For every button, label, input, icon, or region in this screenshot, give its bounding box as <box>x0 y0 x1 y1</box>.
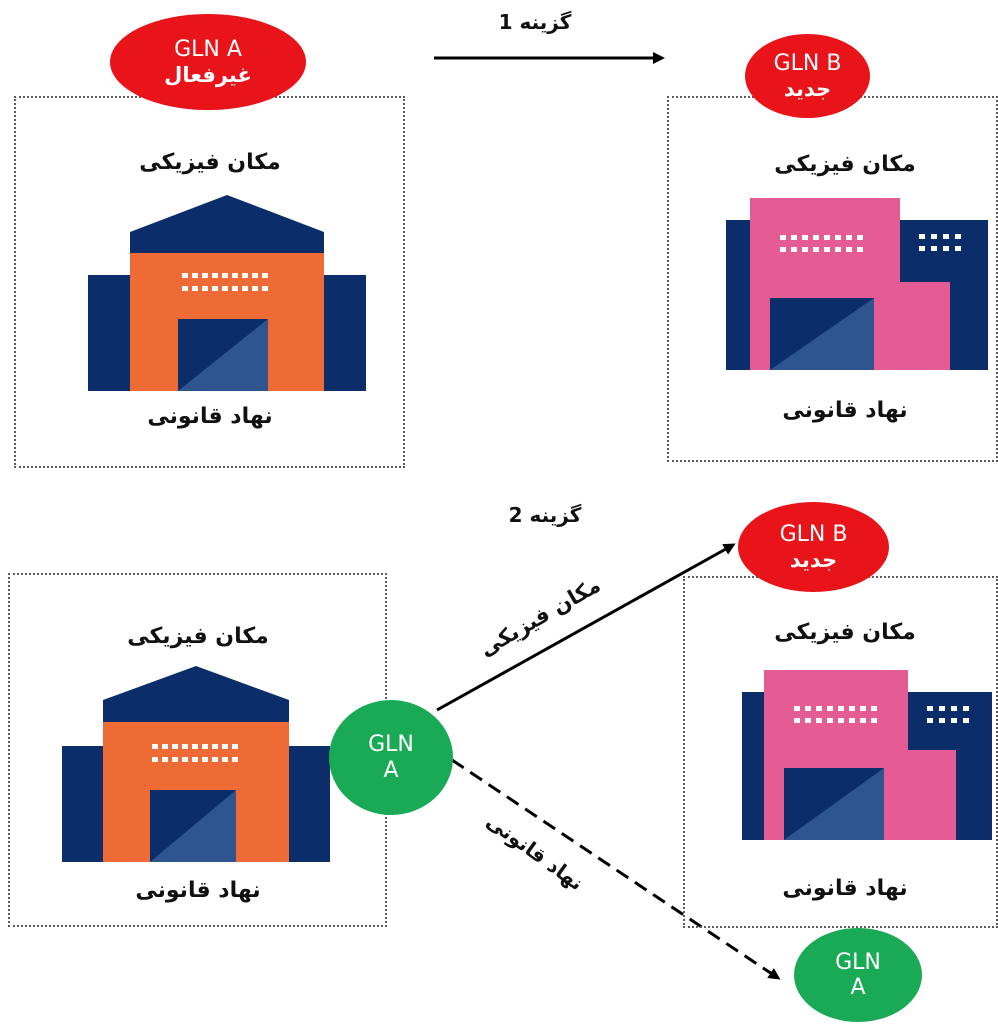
gln-a-shared-line1: GLN <box>368 732 414 758</box>
physical-location-arrow <box>436 543 736 712</box>
bottom-right-physical-label: مکان فیزیکی <box>774 620 916 645</box>
bottom-right-legal-label: نهاد قانونی <box>782 876 908 901</box>
gln-a-inactive-ellipse: GLN A غیرفعال <box>110 14 306 110</box>
gln-b-code-bottom: GLN B <box>779 522 848 548</box>
gln-b-status-bottom: جدید <box>789 547 838 572</box>
top-left-legal-label: نهاد قانونی <box>147 404 273 429</box>
bottom-left-physical-label: مکان فیزیکی <box>127 624 269 649</box>
bottom-left-legal-label: نهاد قانونی <box>135 878 261 903</box>
gln-a-code: GLN A <box>174 37 242 63</box>
option-1-label: گزینه 1 <box>498 10 572 34</box>
gln-a-shared-line2: A <box>383 757 399 783</box>
gln-b-new-ellipse-top: GLN B جدید <box>745 34 870 118</box>
warehouse-icon <box>88 195 366 391</box>
gln-b-new-ellipse-bottom: GLN B جدید <box>738 502 889 592</box>
option-2-label: گزینه 2 <box>508 503 582 527</box>
office-building-icon <box>742 670 992 840</box>
warehouse-icon <box>62 666 330 862</box>
gln-b-code: GLN B <box>773 51 842 77</box>
gln-a-status: غیرفعال <box>164 62 252 87</box>
gln-b-status: جدید <box>783 76 832 101</box>
gln-a-legal-line1: GLN <box>835 949 881 975</box>
top-right-physical-label: مکان فیزیکی <box>774 152 916 177</box>
gln-a-shared-ellipse: GLN A <box>329 700 453 815</box>
office-building-icon <box>726 198 988 370</box>
gln-a-legal-ellipse: GLN A <box>794 928 922 1022</box>
top-right-legal-label: نهاد قانونی <box>782 398 908 423</box>
gln-a-legal-line2: A <box>850 975 866 1000</box>
top-left-physical-label: مکان فیزیکی <box>139 150 281 175</box>
